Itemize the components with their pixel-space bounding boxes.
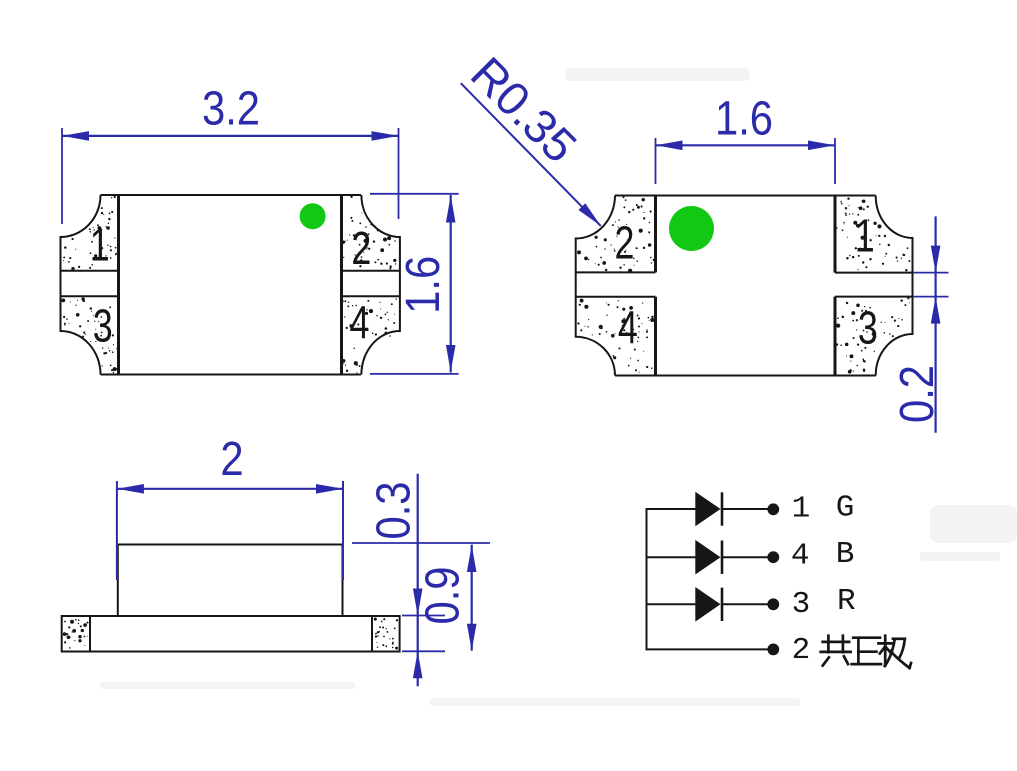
svg-text:2: 2 — [220, 431, 243, 485]
svg-text:4: 4 — [791, 538, 810, 573]
svg-text:0.9: 0.9 — [415, 566, 469, 624]
svg-text:3: 3 — [792, 587, 811, 622]
svg-text:3: 3 — [93, 300, 113, 351]
svg-text:1: 1 — [792, 492, 811, 527]
svg-text:G: G — [836, 490, 855, 525]
svg-text:1.6: 1.6 — [715, 91, 773, 145]
svg-text:3: 3 — [858, 302, 878, 353]
svg-text:R: R — [837, 584, 856, 619]
svg-text:1: 1 — [90, 219, 110, 270]
svg-text:2: 2 — [615, 217, 635, 268]
svg-text:3.2: 3.2 — [202, 81, 260, 135]
svg-text:2: 2 — [792, 633, 811, 668]
svg-text:4: 4 — [618, 302, 638, 353]
svg-text:2: 2 — [351, 223, 371, 274]
svg-text:1.6: 1.6 — [395, 256, 449, 314]
svg-text:4: 4 — [350, 297, 370, 348]
svg-text:1: 1 — [855, 210, 875, 261]
svg-text:B: B — [836, 537, 855, 572]
svg-text:0.3: 0.3 — [366, 481, 420, 539]
